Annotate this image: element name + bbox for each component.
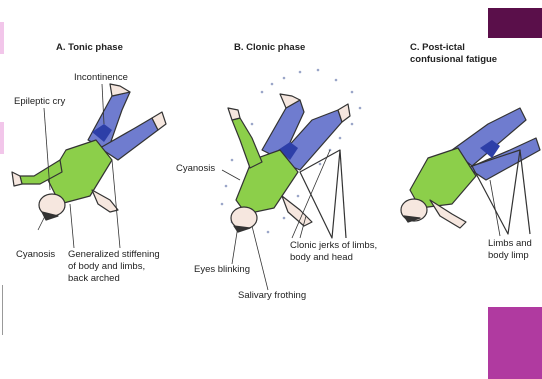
label-epileptic-cry: Epileptic cry xyxy=(14,96,65,108)
panel-c-title-line2: confusional fatigue xyxy=(410,54,497,66)
label-cyanosis-a: Cyanosis xyxy=(16,249,55,261)
label-cyanosis-b: Cyanosis xyxy=(176,163,215,175)
label-eyes-blinking: Eyes blinking xyxy=(194,264,250,276)
postictal-figure xyxy=(401,108,540,234)
label-stiffening-line2: of body and limbs, xyxy=(68,261,145,273)
panel-b-title: B. Clonic phase xyxy=(234,42,305,54)
label-salivary-frothing: Salivary frothing xyxy=(238,290,306,302)
panel-a-title: A. Tonic phase xyxy=(56,42,123,54)
label-stiffening-line3: back arched xyxy=(68,273,120,285)
label-clonic-line1: Clonic jerks of limbs, xyxy=(290,240,377,252)
panel-c-title-line1: C. Post-ictal xyxy=(410,42,465,54)
postictal-callouts xyxy=(490,180,500,236)
label-limbs-line1: Limbs and xyxy=(488,238,532,250)
label-stiffening-line1: Generalized stiffening xyxy=(68,249,160,261)
label-incontinence: Incontinence xyxy=(74,72,128,84)
clonic-figure xyxy=(221,69,362,238)
label-limbs-line2: body limp xyxy=(488,250,529,262)
label-clonic-line2: body and head xyxy=(290,252,353,264)
